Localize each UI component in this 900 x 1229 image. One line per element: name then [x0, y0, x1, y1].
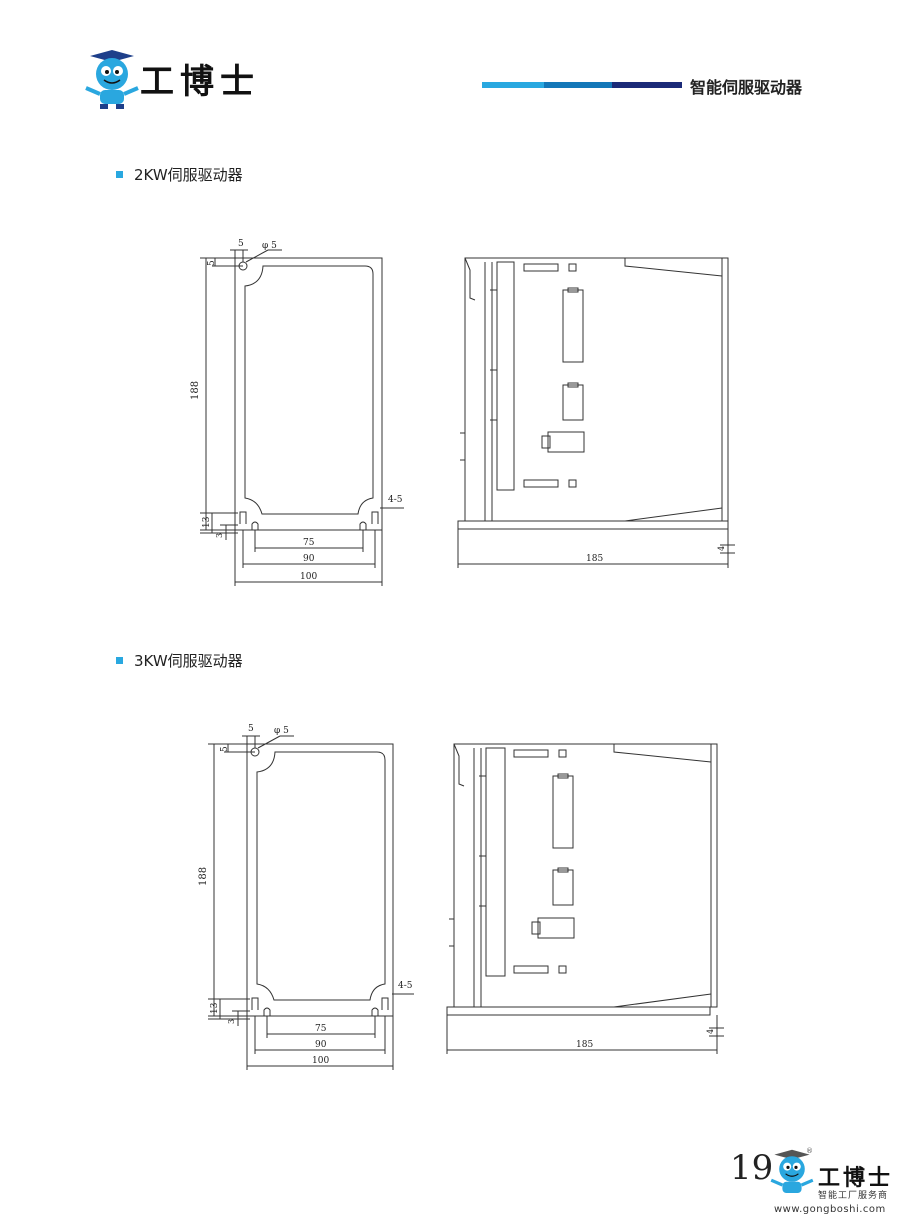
- brand-logo-text: 工博士: [140, 62, 260, 102]
- side-rail: [496, 261, 515, 491]
- header-bar-dark: [612, 82, 682, 88]
- dim-foot: 4: [706, 1029, 715, 1034]
- section-title-text: 2KW伺服驱动器: [134, 166, 243, 184]
- section-title-2kw: 2KW伺服驱动器: [116, 164, 243, 185]
- footer-slogan: 智能工厂服务商: [818, 1191, 889, 1201]
- dim-hole-dia: φ 5: [274, 726, 289, 736]
- header-color-bars: [482, 82, 682, 88]
- dim-width-75: 75: [303, 538, 315, 548]
- footer-url: www.gongboshi.com: [774, 1204, 886, 1215]
- side-base: [457, 520, 729, 530]
- dim-width-90: 90: [315, 1040, 327, 1050]
- dim-bottom-13: 13: [210, 1002, 220, 1014]
- front-inner-panel: [244, 265, 374, 515]
- side-outline: [464, 257, 729, 522]
- header-title: 智能伺服驱动器: [690, 78, 803, 97]
- drawing-3kw: 5 φ 5 5 188 4-5 13 3 75 90 100 185 4: [198, 724, 724, 1070]
- dim-hole-dia: φ 5: [262, 241, 277, 251]
- section-title-3kw: 3KW伺服驱动器: [116, 650, 243, 671]
- dim-height: 188: [190, 381, 201, 400]
- top-connector: [523, 263, 559, 272]
- front-outline: [234, 257, 383, 531]
- dim-bottom-3: 3: [227, 1019, 236, 1024]
- footer-mascot-icon: [770, 1149, 814, 1193]
- footer-brand-text: 工博士: [818, 1165, 894, 1191]
- registered-mark: ®: [806, 1147, 813, 1155]
- dim-height: 188: [198, 867, 209, 886]
- slot-right: [371, 511, 379, 524]
- dim-hole-offset-y: 5: [220, 746, 230, 752]
- dim-width-75: 75: [315, 1024, 327, 1034]
- dim-foot: 4: [717, 546, 726, 551]
- dim-width-100: 100: [312, 1056, 329, 1066]
- dim-hole-offset-x: 5: [248, 724, 254, 734]
- section-title-text: 3KW伺服驱动器: [134, 652, 243, 670]
- slot-left: [239, 511, 247, 524]
- dim-hole-offset-y: 5: [207, 260, 217, 266]
- mascot-logo-icon: [85, 50, 139, 109]
- dim-bottom-3: 3: [215, 533, 224, 538]
- dim-width-90: 90: [303, 554, 315, 564]
- connector-long: [562, 289, 584, 363]
- dim-hole-offset-x: 5: [238, 239, 244, 249]
- header-bar-light: [482, 82, 544, 88]
- dim-depth: 185: [576, 1040, 593, 1050]
- dim-bottom-13: 13: [202, 516, 212, 528]
- dim-depth: 185: [586, 554, 603, 564]
- header-bar-mid: [544, 82, 612, 88]
- section-bullet-icon: [116, 171, 123, 178]
- connector-side: [547, 431, 585, 453]
- section-bullet-icon: [116, 657, 123, 664]
- dim-slot: 4-5: [388, 495, 403, 505]
- drawing-2kw: 5 φ 5 5 188 4-5 13 3 75 90 100 185 4: [190, 239, 735, 586]
- connector-mid: [562, 384, 584, 421]
- dim-width-100: 100: [300, 572, 317, 582]
- page-number: 19: [730, 1148, 774, 1188]
- dim-slot: 4-5: [398, 981, 413, 991]
